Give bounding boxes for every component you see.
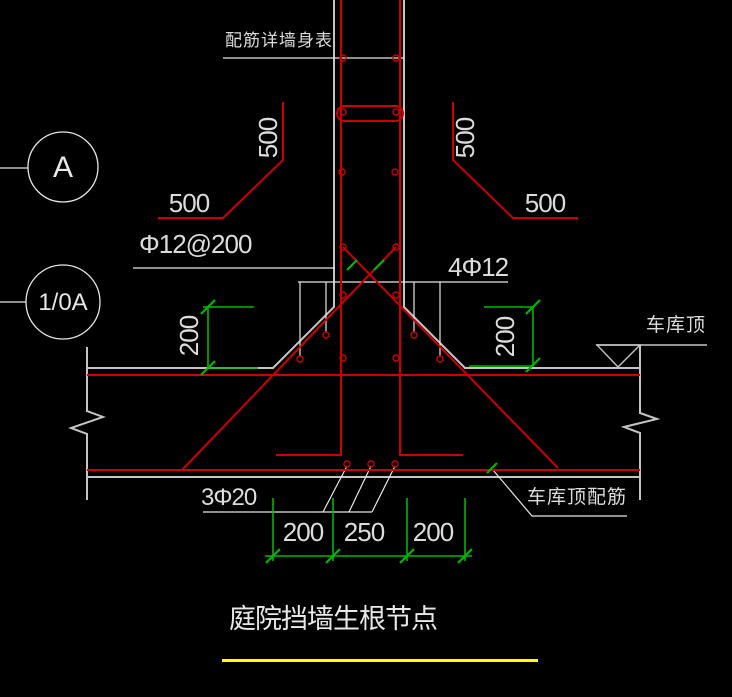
dimension-ticks — [200, 259, 541, 564]
stirrup — [336, 105, 404, 122]
axis-bubble-1-0a — [25, 264, 101, 340]
slab-bottom-bars-label: 3Φ20 — [201, 484, 257, 511]
axis-bubble-a-label: A — [52, 151, 74, 184]
break-line-right — [620, 345, 661, 500]
dim-200-left-haunch: 200 — [174, 315, 204, 357]
dim-500-right-vertical: 500 — [450, 117, 480, 159]
concrete-outline — [68, 0, 707, 500]
title-underline — [222, 659, 538, 662]
dowel-bars-label: 4Φ12 — [448, 252, 509, 282]
dim-500-left-horizontal: 500 — [168, 188, 210, 218]
bar-shape-left — [158, 102, 284, 219]
dim-500-left-vertical: 500 — [253, 117, 283, 159]
bar-shape-right — [452, 102, 578, 219]
wall-rebar-note-label: 配筋详墙身表 — [225, 31, 333, 50]
axis-bubble-1-0a-label: 1/0A — [38, 289, 88, 316]
leader-lines — [0, 57, 627, 517]
diagonal-bar-right — [342, 246, 559, 469]
garage-roof-label: 车库顶 — [646, 315, 707, 336]
rebar-section-dots — [296, 54, 444, 468]
garage-roof-rebar-label: 车库顶配筋 — [527, 487, 628, 508]
wall-bar-right — [399, 0, 463, 456]
dim-bottom-right-200: 200 — [412, 517, 454, 547]
diagonal-bars-label: Φ12@200 — [139, 229, 252, 259]
drawing-title: 庭院挡墙生根节点 — [229, 604, 438, 634]
rebar-lines — [87, 0, 640, 471]
break-line-left — [68, 347, 106, 500]
axis-bubble-a — [27, 131, 99, 203]
diagonal-bar-left — [181, 246, 397, 471]
dim-bottom-middle-250: 250 — [343, 517, 385, 547]
axis-bubbles — [25, 131, 101, 340]
elevation-triangle-icon — [595, 344, 642, 369]
dim-bottom-left-200: 200 — [282, 517, 324, 547]
dim-200-right-haunch: 200 — [490, 316, 520, 358]
dim-500-right-horizontal: 500 — [524, 188, 566, 218]
wall-bar-left — [276, 0, 342, 456]
dimension-lines — [203, 306, 534, 561]
